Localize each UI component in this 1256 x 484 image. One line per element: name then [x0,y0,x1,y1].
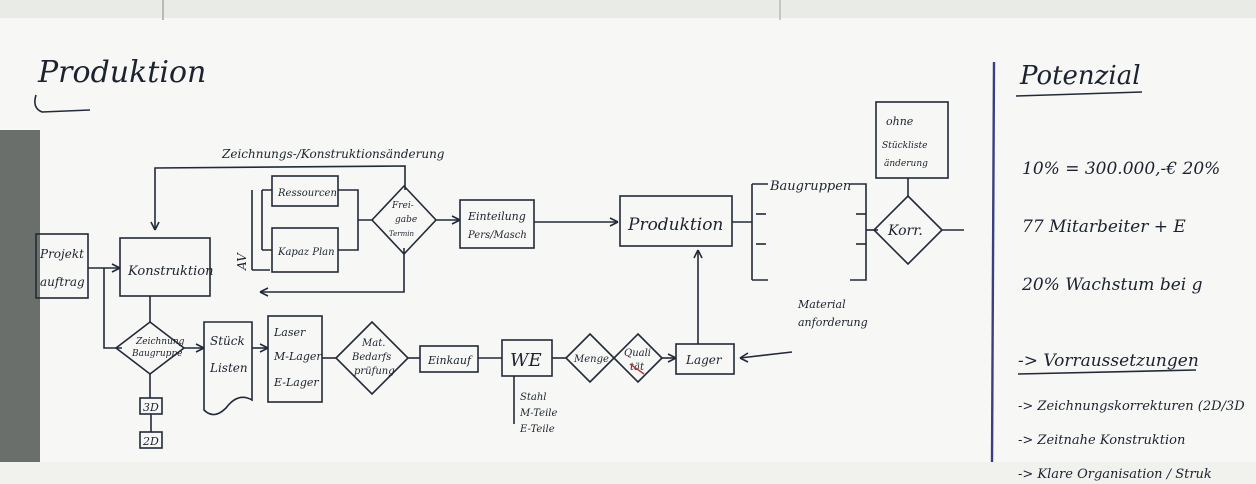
mat-label-2: Bedarfs [351,352,391,363]
qualitaet-diamond [612,332,664,384]
zeichnung-label-2: Baugruppe [131,349,182,359]
freigabe-label-3: Termin [389,230,414,238]
we-item-1: Stahl [520,392,546,403]
korr-diamond [872,194,944,266]
voraussetzung-2: -> Zeitnahe Konstruktion [1018,433,1185,448]
board-divider [990,61,996,463]
left-title: Produktion [37,55,206,90]
material-label-2: anforderung [798,316,868,329]
einteilung-label-1: Einteilung [467,210,526,223]
einteilung-box [459,199,535,249]
quali-label-1: Quali [624,348,651,359]
potenzial-line-1: 10% = 300.000,-€ 20% [1022,159,1220,179]
we-label: WE [510,350,542,371]
ohne-label-3: änderung [884,159,928,169]
stueck-label-1: Stück [210,334,245,348]
2d-label: 2D [142,435,159,448]
zeichnung-label-1: Zeichnung [135,337,185,347]
mat-label-1: Mat. [361,338,385,349]
projekt-label-1: Projekt [39,247,84,261]
freigabe-label-1: Frei- [391,201,414,211]
korr-label: Korr. [887,223,923,239]
lager-label: Lager [685,353,723,367]
material-label-1: Material [797,298,846,311]
produktion-label: Produktion [627,215,723,235]
konstruktion-label: Konstruktion [127,264,214,279]
we-item-3: E-Teile [519,424,555,435]
potenzial-line-3: 20% Wachstum bei g [1021,275,1203,295]
konstruktion-box [119,237,211,297]
stueck-label-2: Listen [209,361,248,375]
lager-box [675,343,735,375]
mat-label-3: prüfung [354,366,395,377]
kapaz-label: Kapaz Plan [277,247,335,258]
voraussetzung-3: -> Klare Organisation / Struk [1018,467,1212,482]
menge-label: Menge [573,354,609,365]
3d-label: 3D [143,401,159,414]
lager-list-box [267,315,323,403]
lager-list-1: Laser [273,326,306,339]
av-label: AV [235,252,249,271]
baugruppen-label: Baugruppen [769,179,851,194]
ressourcen-box [271,175,339,207]
we-item-2: M-Teile [519,408,557,419]
einkauf-box [419,345,479,373]
produktion-box [619,195,733,247]
einteilung-label-2: Pers/Masch [467,230,527,241]
mat-bedarf-diamond [334,320,410,396]
einkauf-label: Einkauf [427,354,473,367]
freigabe-label-2: gabe [395,215,417,225]
potenzial-line-2: 77 Mitarbeiter + E [1022,217,1186,237]
quali-label-2: tät [630,362,645,373]
ressourcen-label: Ressourcen [277,188,337,199]
projekt-label-2: auftrag [40,275,85,289]
voraussetzungen-heading: -> Vorraussetzungen [1018,351,1199,371]
projektauftrag-box [35,233,89,299]
potenzial-title: Potenzial [1019,61,1141,91]
menge-diamond [564,332,616,384]
ohne-label-2: Stückliste [882,141,927,151]
ohne-label-1: ohne [886,115,914,128]
change-loop-label: Zeichnungs-/Konstruktionsänderung [221,147,445,161]
lager-list-3: E-Lager [273,376,319,389]
lager-list-2: M-Lager [273,350,322,363]
stueckliste-shape [203,321,253,416]
freigabe-diamond [370,184,438,256]
ohne-aenderung-box [875,101,949,179]
voraussetzung-1: -> Zeichnungskorrekturen (2D/3D [1018,399,1245,414]
2d-box [139,431,163,449]
